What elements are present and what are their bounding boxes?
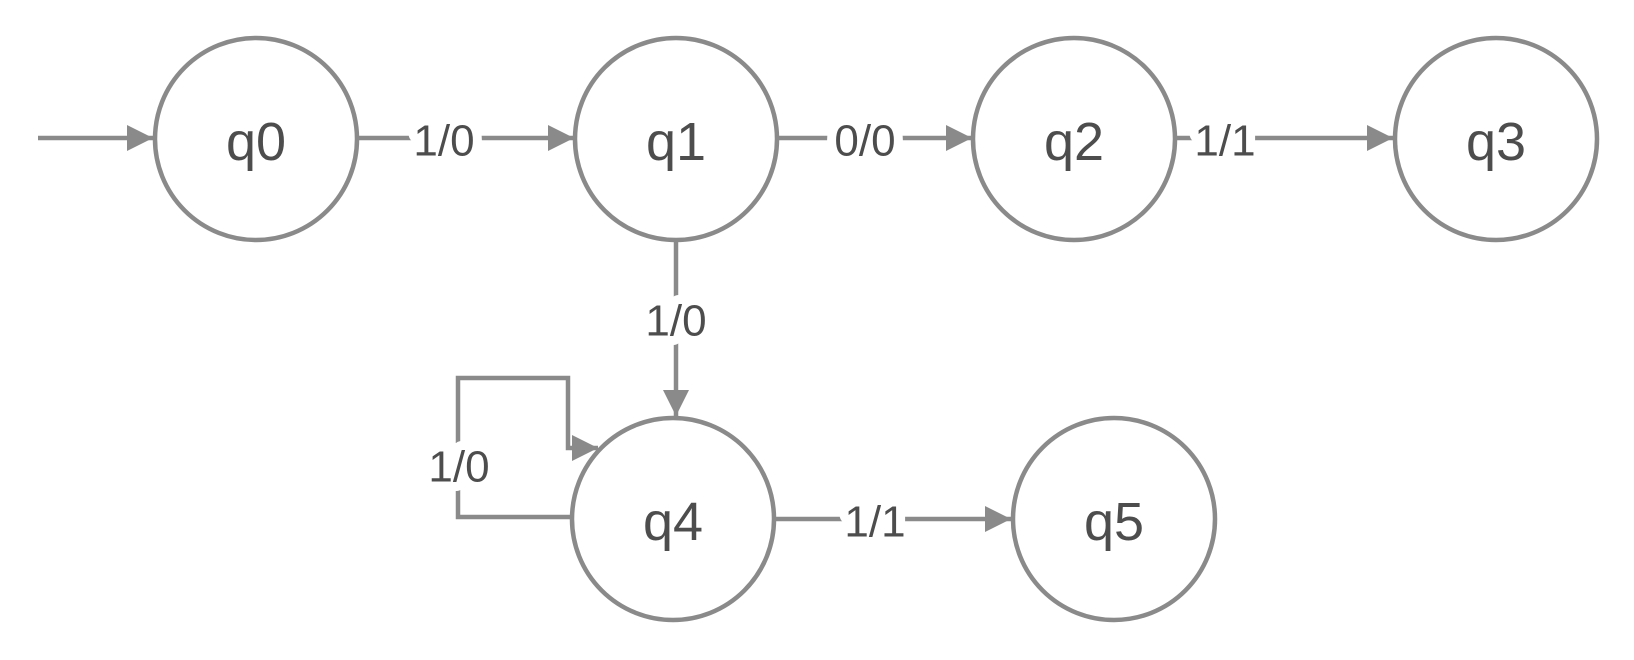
- state-label: q5: [1084, 492, 1144, 552]
- transition-label-q1-q2: 0/0: [834, 117, 895, 166]
- transition-label-q4-q5: 1/1: [844, 498, 905, 547]
- state-q5: q5: [1010, 415, 1218, 623]
- label-mask: [644, 297, 708, 343]
- state-label: q0: [226, 112, 286, 172]
- state-circle: [152, 35, 360, 243]
- state-circle: [1392, 35, 1600, 243]
- state-circle: [569, 415, 777, 623]
- transition-q4-self-loop-line: [455, 375, 598, 520]
- transition-label-q2-q3: 1/1: [1194, 117, 1255, 166]
- state-q4: q4: [569, 415, 777, 623]
- state-q2: q2: [970, 35, 1178, 243]
- state-circle: [970, 35, 1178, 243]
- transition-label-q1-q4: 1/0: [645, 297, 706, 346]
- state-label: q2: [1044, 112, 1104, 172]
- state-label: q3: [1466, 112, 1526, 172]
- transition-label-q0-q1: 1/0: [413, 117, 474, 166]
- state-circle: [1010, 415, 1218, 623]
- label-mask: [427, 443, 491, 489]
- state-label: q1: [646, 112, 706, 172]
- state-q0: q0: [152, 35, 360, 243]
- transition-label-q4-self: 1/0: [428, 443, 489, 492]
- state-circle: [572, 35, 780, 243]
- state-q1: q1: [572, 35, 780, 243]
- state-label: q4: [643, 492, 703, 552]
- state-q3: q3: [1392, 35, 1600, 243]
